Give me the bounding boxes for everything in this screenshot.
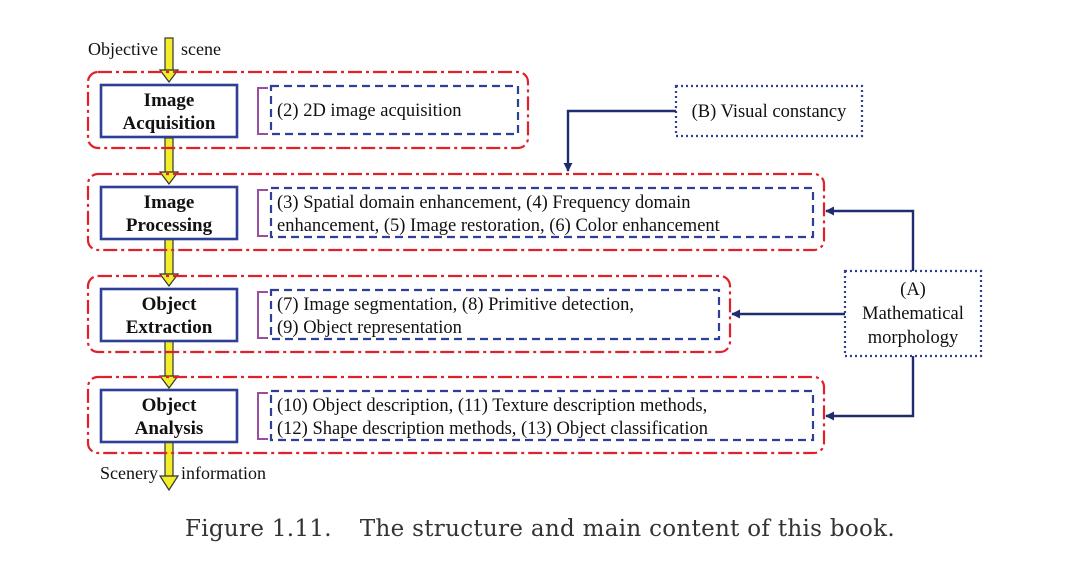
stage-label-line: Acquisition: [123, 113, 216, 134]
flow-arrow-input: [158, 37, 180, 83]
stage-group-processing: Image Processing (3) Spatial domain enha…: [86, 172, 826, 252]
detail-box: [269, 186, 815, 239]
stage-group-analysis: Object Analysis (10) Object description,…: [86, 375, 826, 455]
morphology-connector-analysis: [825, 356, 915, 421]
stage-label-line: Object: [142, 294, 198, 315]
stage-bracket: [257, 392, 268, 440]
figure-caption: Figure 1.11. The structure and main conte…: [0, 516, 1080, 542]
visual-constancy-group: (B) Visual constancy: [563, 84, 864, 172]
flow-arrow-output: [158, 439, 180, 492]
stage-bracket: [257, 189, 268, 237]
flow-arrow-1: [158, 137, 180, 185]
morphology-label-line: morphology: [868, 328, 959, 348]
detail-line: (7) Image segmentation, (8) Primitive de…: [277, 295, 634, 315]
visual-constancy-connector: [563, 109, 676, 172]
input-label-left: Objective: [88, 39, 158, 59]
visual-constancy-label: (B) Visual constancy: [692, 102, 847, 122]
morphology-connector-processing: [825, 206, 915, 271]
caption-number: Figure 1.11.: [184, 516, 332, 542]
stage-box: [99, 185, 239, 241]
detail-line: enhancement, (5) Image restoration, (6) …: [277, 216, 721, 236]
detail-box: [269, 84, 520, 136]
detail-line: (3) Spatial domain enhancement, (4) Freq…: [277, 193, 691, 213]
flow-arrow-2: [158, 237, 180, 287]
stage-group-border: [86, 375, 826, 455]
input-label-right: scene: [181, 39, 221, 59]
morphology-label-line: Mathematical: [862, 304, 964, 324]
stage-bracket: [257, 87, 268, 135]
stage-label-line: Object: [142, 395, 198, 416]
detail-box: [269, 288, 721, 341]
caption-text: The structure and main content of this b…: [359, 516, 896, 542]
stage-label-line: Processing: [126, 215, 213, 236]
detail-box: [269, 389, 815, 442]
stage-group-border: [86, 274, 732, 354]
stage-group-extraction: Object Extraction (7) Image segmentation…: [86, 274, 732, 354]
stage-label-line: Analysis: [135, 418, 204, 439]
detail-line: (2) 2D image acquisition: [277, 101, 461, 121]
stage-box: [99, 83, 239, 139]
book-structure-diagram: Objective scene Scenery information Imag…: [86, 37, 983, 492]
morphology-group: (A) Mathematical morphology: [731, 206, 983, 421]
output-label-left: Scenery: [100, 463, 158, 483]
detail-line: (9) Object representation: [277, 318, 462, 338]
output-label-right: information: [181, 463, 266, 483]
stage-bracket: [257, 291, 268, 339]
detail-line: (12) Shape description methods, (13) Obj…: [277, 419, 708, 439]
stage-box: [99, 388, 239, 444]
morphology-box: [843, 269, 983, 358]
stage-box: [99, 287, 239, 343]
stage-group-border: [86, 70, 530, 150]
morphology-label-line: (A): [900, 280, 926, 300]
flow-arrow-3: [158, 339, 180, 389]
stage-group-border: [86, 172, 826, 252]
stage-label-line: Image: [144, 90, 195, 111]
stage-label-line: Extraction: [126, 317, 213, 338]
stage-label-line: Image: [144, 192, 195, 213]
stage-group-acquisition: Image Acquisition (2) 2D image acquisiti…: [86, 70, 530, 150]
detail-line: (10) Object description, (11) Texture de…: [277, 396, 707, 416]
